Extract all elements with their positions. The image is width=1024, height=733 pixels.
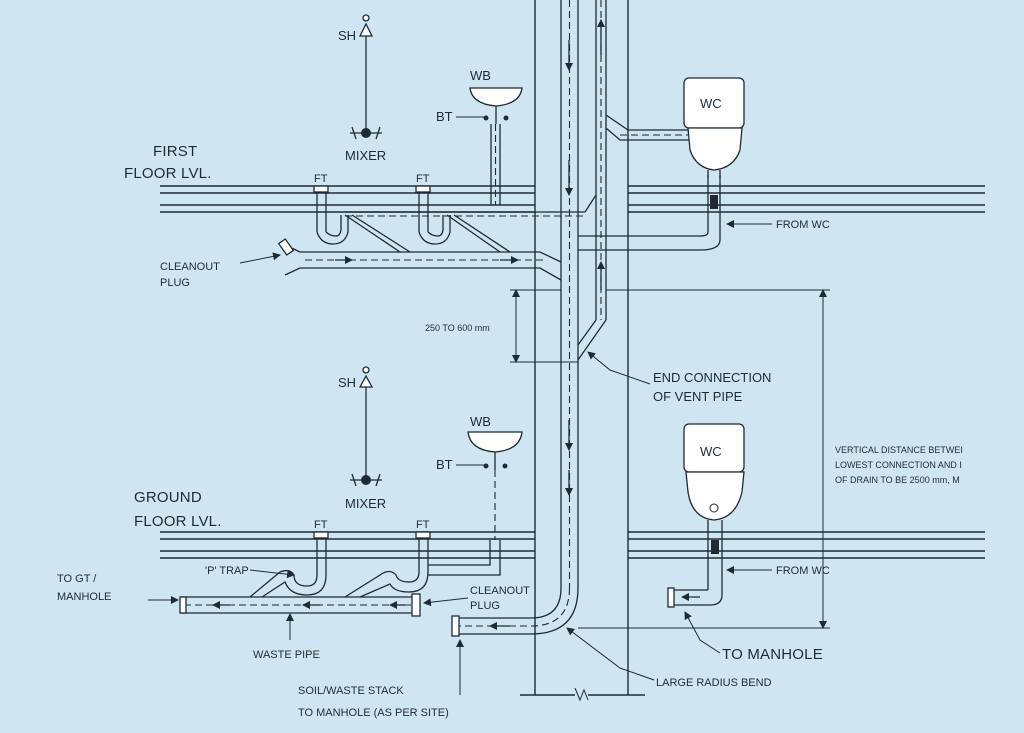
pipe-shaft bbox=[520, 0, 645, 702]
dimension-vertical-distance bbox=[578, 289, 830, 629]
from-wc-label-ground: FROM WC bbox=[776, 565, 830, 577]
wb-label-ground: WB bbox=[470, 414, 491, 429]
wc-label-ground: WC bbox=[700, 444, 722, 459]
cleanout-plug-label-ground-2: PLUG bbox=[470, 600, 500, 612]
cleanout-plug-label-first-1: CLEANOUT bbox=[160, 261, 220, 273]
large-radius-bend-label: LARGE RADIUS BEND bbox=[656, 677, 772, 689]
first-floor-wc bbox=[683, 77, 745, 178]
first-floor-shower bbox=[350, 14, 382, 140]
ground-floor-shower bbox=[350, 366, 382, 487]
first-floor-label-line2: FLOOR LVL. bbox=[124, 165, 212, 182]
ground-floor-wc bbox=[683, 423, 745, 521]
mixer-label-first: MIXER bbox=[345, 148, 386, 163]
ground-floor-wash-basin bbox=[467, 431, 523, 540]
to-manhole-label: TO MANHOLE bbox=[722, 646, 823, 663]
ground-floor-wc-drop bbox=[667, 520, 723, 608]
end-connection-label-1: END CONNECTION bbox=[653, 370, 771, 385]
leader-lines bbox=[148, 116, 772, 695]
vertical-distance-label-1: VERTICAL DISTANCE BETWEI bbox=[835, 445, 963, 455]
ft-label-first-2: FT bbox=[416, 173, 430, 185]
soil-waste-stack-label-1: SOIL/WASTE STACK bbox=[298, 685, 404, 697]
mixer-label-ground: MIXER bbox=[345, 496, 386, 511]
ground-floor-slab bbox=[160, 531, 985, 559]
bt-label-ground: BT bbox=[436, 457, 453, 472]
ft-label-first-1: FT bbox=[314, 173, 328, 185]
first-floor-waste-branch bbox=[277, 185, 597, 281]
ground-floor-label-line1: GROUND bbox=[134, 489, 202, 506]
wb-label-first: WB bbox=[470, 68, 491, 83]
ft-label-ground-1: FT bbox=[314, 519, 328, 531]
first-floor-slab bbox=[160, 185, 985, 213]
to-gt-manhole-label-1: TO GT / bbox=[57, 573, 97, 585]
first-floor-wash-basin bbox=[469, 87, 523, 205]
ground-floor-label-line2: FLOOR LVL. bbox=[134, 513, 222, 530]
first-floor-label-line1: FIRST bbox=[153, 143, 197, 160]
sh-label-first: SH bbox=[338, 28, 356, 43]
ground-floor-waste-branch bbox=[179, 531, 501, 617]
vent-pipe bbox=[577, 0, 690, 361]
to-gt-manhole-label-2: MANHOLE bbox=[57, 591, 111, 603]
soil-waste-stack-label-2: TO MANHOLE (AS PER SITE) bbox=[298, 707, 449, 719]
dimension-250-600 bbox=[510, 289, 578, 363]
from-wc-label-first: FROM WC bbox=[776, 219, 830, 231]
cleanout-plug-label-ground-1: CLEANOUT bbox=[470, 585, 530, 597]
p-trap-label: 'P' TRAP bbox=[205, 565, 249, 577]
first-floor-wc-drop bbox=[578, 175, 721, 251]
vertical-distance-label-3: OF DRAIN TO BE 2500 mm, M bbox=[835, 475, 960, 485]
vertical-distance-label-2: LOWEST CONNECTION AND I bbox=[835, 460, 962, 470]
wc-label-first: WC bbox=[700, 96, 722, 111]
bt-label-first: BT bbox=[436, 109, 453, 124]
soil-waste-stack bbox=[451, 0, 579, 637]
end-connection-label-2: OF VENT PIPE bbox=[653, 389, 743, 404]
waste-pipe-label: WASTE PIPE bbox=[253, 649, 320, 661]
ft-label-ground-2: FT bbox=[416, 519, 430, 531]
sh-label-ground: SH bbox=[338, 375, 356, 390]
dimension-250-600-label: 250 TO 600 mm bbox=[425, 323, 490, 333]
cleanout-plug-label-first-2: PLUG bbox=[160, 277, 190, 289]
